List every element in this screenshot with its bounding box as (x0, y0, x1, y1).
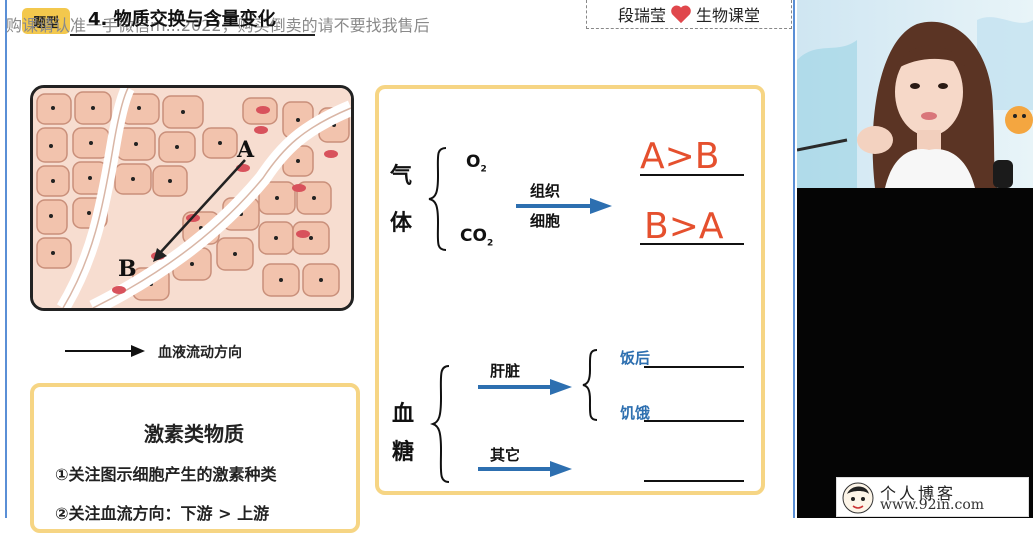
hungry-label: 饥饿 (620, 404, 651, 422)
hungry-blank (644, 420, 744, 422)
liver-label: 肝脏 (490, 362, 521, 380)
co2-label: CO2 (460, 226, 494, 249)
sugar-title-char-2: 糖 (392, 440, 415, 465)
co2-answer-blank (640, 243, 744, 245)
hormone-box-title: 激素类物质 (144, 422, 244, 446)
question-type-tag: 题型 (22, 8, 70, 34)
liver-arrow-icon (478, 379, 572, 395)
tissue-cell-label-1: 组织 (530, 182, 561, 200)
tissue-cell-label-2: 细胞 (530, 212, 561, 230)
other-arrow-icon (478, 461, 572, 477)
blood-flow-legend-label: 血液流动方向 (158, 345, 242, 361)
teacher-webcam (797, 0, 1033, 188)
summary-box (375, 85, 765, 495)
o2-handwritten-answer: A>B (640, 136, 720, 177)
hormone-tip-1: ①关注图示细胞产生的激素种类 (55, 465, 277, 484)
blood-flow-arrow-icon (65, 345, 145, 357)
brand-course-name: 生物课堂 (696, 6, 761, 25)
video-panel-background (797, 188, 1033, 518)
purchase-watermark: 购课请认准一手微信m...2022，购买倒卖的请不要找我售后 (6, 16, 430, 35)
co2-handwritten-answer: B>A (644, 206, 724, 247)
gas-title-char-2: 体 (390, 211, 413, 236)
o2-label: O2 (466, 152, 487, 175)
o2-answer-blank (640, 174, 744, 176)
liver-brace-icon (582, 349, 598, 421)
brand-teacher-name: 段瑞莹 (617, 6, 666, 25)
point-a-label: A (237, 137, 255, 163)
heart-icon (671, 5, 691, 24)
tissue-cells-illustration (33, 88, 351, 308)
other-blank (644, 480, 744, 482)
point-b-label: B (118, 256, 137, 282)
tissue-diagram (30, 85, 354, 311)
teacher-video-frame (797, 0, 1033, 188)
hormone-tips-box (30, 383, 360, 533)
section-title: 4. 物质交换与含量变化 (88, 9, 276, 30)
after-meal-label: 饭后 (620, 349, 651, 367)
sugar-title-char-1: 血 (392, 402, 415, 427)
gas-title-char-1: 气 (390, 164, 413, 189)
blog-logo-icon (842, 482, 874, 514)
other-label: 其它 (490, 446, 521, 464)
title-underline (70, 34, 315, 36)
brand-banner: 段瑞莹 生物课堂 (586, 0, 792, 29)
tissue-cell-arrow-icon (516, 198, 612, 214)
after-meal-blank (644, 366, 744, 368)
sugar-brace-icon (430, 365, 450, 483)
hormone-tip-2: ②关注血流方向：下游 > 上游 (55, 504, 270, 523)
blog-name: 个人博客 (880, 484, 957, 503)
blog-watermark (836, 477, 1029, 517)
blog-url-link[interactable]: www.92in.com (880, 497, 985, 513)
gas-brace-icon (428, 147, 447, 251)
slide-border (5, 0, 795, 518)
